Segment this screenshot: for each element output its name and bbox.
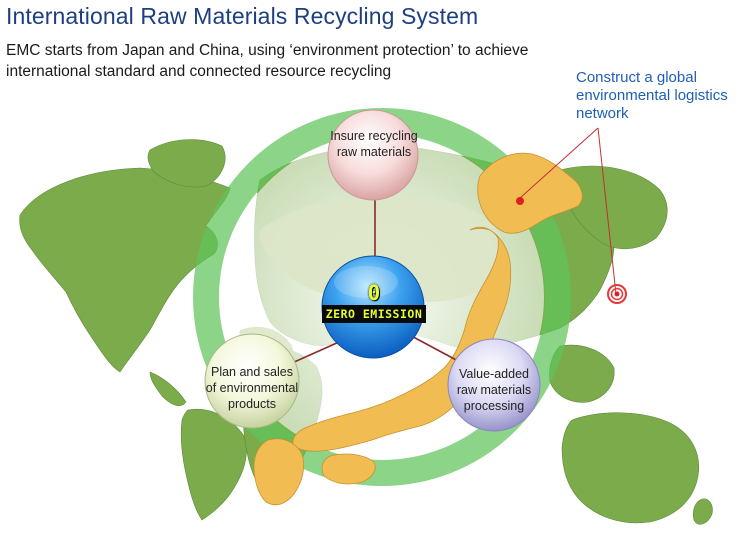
node-right-label: Value-added raw materials processing <box>456 367 532 413</box>
shikoku-shape <box>321 453 376 485</box>
node-top-label: Insure recycling raw materials <box>330 129 418 159</box>
central-america-shape <box>149 371 187 407</box>
australia-shape <box>561 412 700 524</box>
hokkaido-marker <box>516 197 524 205</box>
node-right-circle <box>447 338 541 432</box>
kyushu-shape <box>253 438 304 506</box>
page-title: International Raw Materials Recycling Sy… <box>6 3 479 29</box>
greenland-shape <box>147 139 226 188</box>
page-subtitle: EMC starts from Japan and China, using ‘… <box>6 42 529 80</box>
callout-label: Construct a global environmental logisti… <box>576 69 728 122</box>
node-left-label: Plan and sales of environmental products <box>205 365 299 411</box>
node-left-circle <box>204 333 300 429</box>
badge-highlight <box>334 266 398 298</box>
south-america-shape <box>180 408 247 521</box>
zero-emission-digit: 0 <box>367 281 381 305</box>
hokkaido-shape <box>477 152 583 234</box>
zero-emission-text: ZERO EMISSION <box>322 305 426 323</box>
location-target-marker <box>607 284 627 304</box>
callout-lines <box>519 127 617 295</box>
node-top-circle <box>327 109 419 201</box>
new-zealand-shape <box>692 498 713 525</box>
